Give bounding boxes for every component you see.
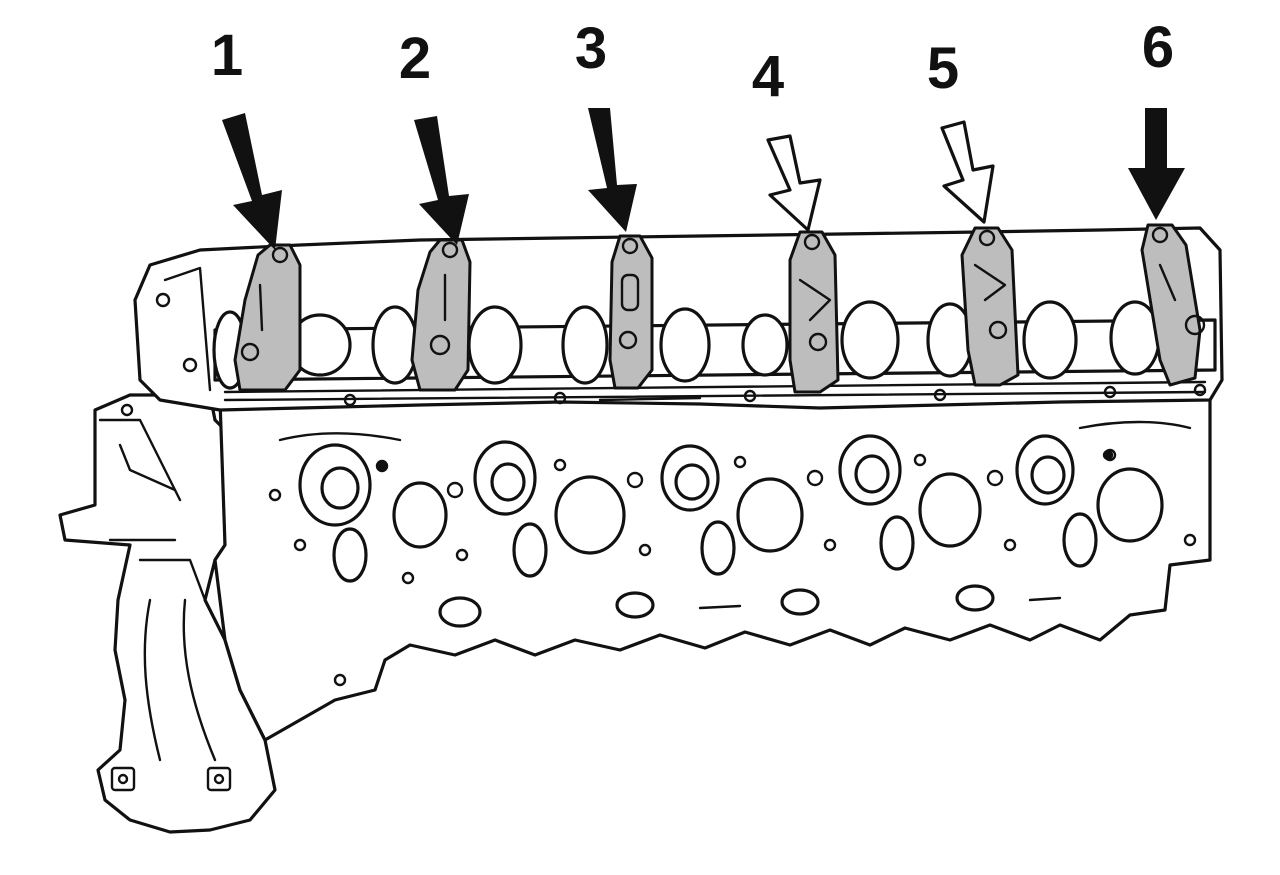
label-6: 6 (1142, 15, 1174, 80)
label-4: 4 (752, 44, 784, 109)
arrow-labels: 1 2 3 4 5 6 (211, 15, 1174, 109)
ports (298, 434, 1164, 628)
bolt-holes (268, 420, 1197, 687)
rocker-arm-2 (410, 238, 472, 392)
rocker-arm-5 (960, 226, 1020, 387)
label-2: 2 (399, 26, 431, 91)
label-5: 5 (927, 36, 959, 101)
rocker-arm-6 (1140, 223, 1202, 387)
rocker-arm-3 (608, 234, 654, 390)
arrow-6 (1128, 108, 1185, 220)
arrow-2 (414, 116, 469, 245)
arrows (222, 108, 1185, 250)
arrow-1 (222, 113, 282, 250)
arrow-5 (940, 120, 995, 224)
rocker-arm-1 (233, 243, 302, 392)
label-1: 1 (211, 23, 243, 88)
rocker-arm-4 (788, 230, 840, 394)
arrow-4 (766, 134, 822, 232)
label-3: 3 (575, 16, 607, 81)
rocker-arms (233, 223, 1206, 394)
arrow-3 (588, 108, 637, 232)
